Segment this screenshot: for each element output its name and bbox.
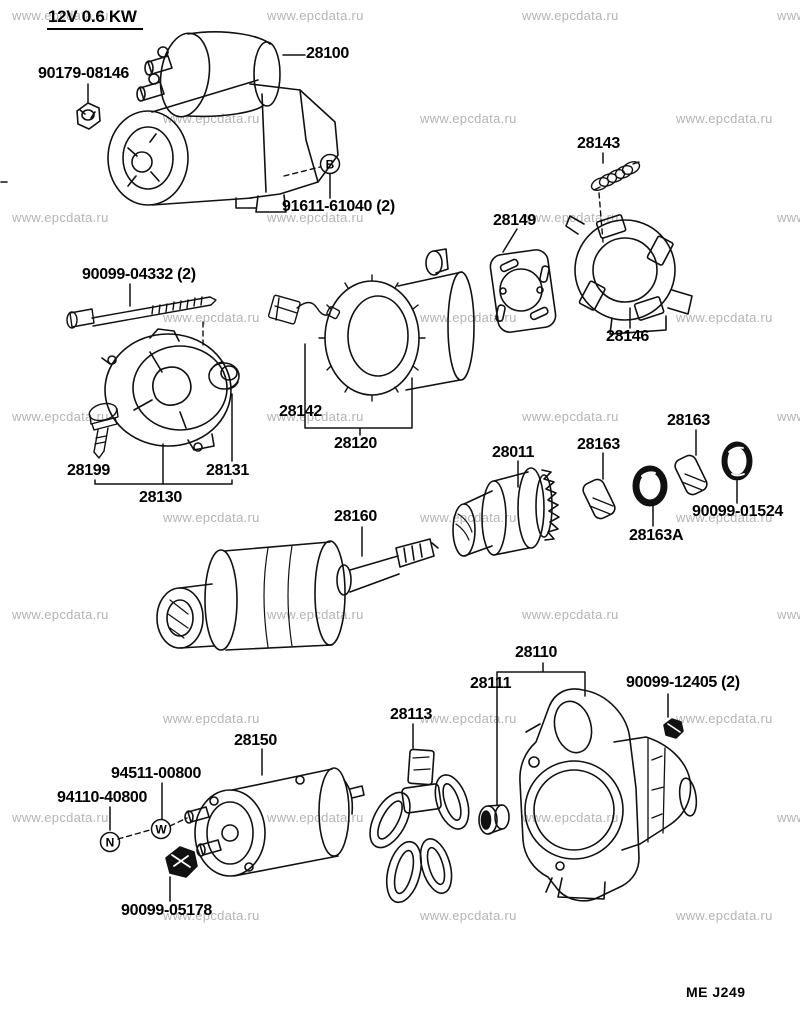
screw-28199-drawing [88, 402, 119, 459]
brush-28163-right-drawing [674, 454, 708, 496]
part-label-28146: 28146 [606, 328, 649, 345]
drive-clutch-28011-drawing [452, 467, 560, 557]
bushing-28131-drawing [208, 361, 240, 390]
armature-core-28120-drawing [318, 248, 475, 402]
o-ring-28163A-drawing [632, 465, 668, 507]
part-label-28110: 28110 [515, 644, 558, 661]
watermark: www.epcdata.ru [777, 210, 800, 225]
watermark: www.epcdata.ru [12, 810, 109, 825]
part-label-28130: 28130 [139, 489, 182, 506]
watermark: www.epcdata.ru [676, 111, 773, 126]
brush-holder-28146-drawing [565, 214, 693, 335]
nut-90179-08146-drawing [76, 102, 101, 130]
part-label-28163-left: 28163 [577, 436, 620, 453]
starter-assembly-drawing [107, 31, 339, 213]
watermark: www.epcdata.ru [12, 409, 109, 424]
part-label-91611-61040: 91611-61040 (2) [282, 198, 395, 215]
bolt-callout-circle [319, 153, 341, 175]
part-label-90099-12405: 90099-12405 (2) [626, 674, 740, 691]
spec-title: 12V 0.6 KW [47, 8, 143, 30]
watermark: www.epcdata.ru [420, 510, 517, 525]
watermark: www.epcdata.ru [12, 607, 109, 622]
part-label-28143: 28143 [577, 135, 620, 152]
brush-holder-28113-drawing [369, 748, 470, 904]
watermark: www.epcdata.ru [676, 510, 773, 525]
brush-spring-28143-drawing [590, 161, 641, 191]
watermark: www.epcdata.ru [267, 8, 364, 23]
watermark: www.epcdata.ru [777, 409, 800, 424]
nut-callout-letter: N [106, 836, 115, 850]
watermark: www.epcdata.ru [522, 607, 619, 622]
part-label-28113: 28113 [390, 706, 433, 723]
part-label-28120: 28120 [334, 435, 377, 452]
part-label-28199: 28199 [67, 462, 110, 479]
part-label-28142: 28142 [279, 403, 322, 420]
watermark: www.epcdata.ru [12, 8, 109, 23]
bolt-callout-letter: B [326, 158, 335, 172]
figure-code: ME J249 [686, 984, 746, 1000]
part-label-28150: 28150 [234, 732, 277, 749]
bushing-28111-drawing [478, 804, 510, 835]
through-bolt-90099-04332-drawing [66, 296, 217, 329]
watermark: www.epcdata.ru [420, 711, 517, 726]
part-label-28163-right: 28163 [667, 412, 710, 429]
watermark: www.epcdata.ru [522, 810, 619, 825]
watermark: www.epcdata.ru [676, 711, 773, 726]
armature-28160-drawing [156, 538, 439, 651]
nut-callout-circle [99, 831, 121, 853]
part-label-28011: 28011 [492, 444, 535, 461]
watermark: www.epcdata.ru [267, 210, 364, 225]
part-label-90179-08146: 90179-08146 [38, 65, 130, 82]
watermark: www.epcdata.ru [163, 510, 260, 525]
yoke-28130-drawing [101, 328, 232, 452]
part-label-28163A: 28163A [629, 527, 684, 544]
part-label-28100: 28100 [306, 45, 349, 62]
drive-housing-28110-drawing [519, 688, 698, 902]
part-label-28131: 28131 [206, 462, 249, 479]
watermark: www.epcdata.ru [267, 409, 364, 424]
part-label-94110-40800: 94110-40800 [57, 789, 148, 806]
watermark: www.epcdata.ru [777, 8, 800, 23]
o-ring-90099-01524-drawing [721, 441, 753, 481]
watermark: www.epcdata.ru [163, 711, 260, 726]
watermark: www.epcdata.ru [676, 310, 773, 325]
washer-callout-letter: W [155, 823, 167, 837]
nut-90099-05178-drawing [165, 846, 198, 878]
watermark: www.epcdata.ru [267, 810, 364, 825]
watermark: www.epcdata.ru [267, 607, 364, 622]
leader-lines [87, 54, 738, 902]
dashed-assembly-lines [117, 166, 604, 840]
watermark: www.epcdata.ru [522, 8, 619, 23]
watermark: www.epcdata.ru [163, 310, 260, 325]
watermark: www.epcdata.ru [777, 607, 800, 622]
magnet-switch-28150-drawing [184, 767, 365, 877]
watermark: www.epcdata.ru [12, 210, 109, 225]
watermark: www.epcdata.ru [777, 810, 800, 825]
part-label-94511-00800: 94511-00800 [111, 765, 202, 782]
brush-plate-28149-drawing [489, 249, 557, 333]
callout-markers: B W N [99, 153, 341, 853]
part-label-90099-04332: 90099-04332 (2) [82, 266, 196, 283]
part-label-28111: 28111 [470, 675, 512, 692]
watermark: www.epcdata.ru [420, 111, 517, 126]
watermark: www.epcdata.ru [676, 908, 773, 923]
part-label-90099-05178: 90099-05178 [121, 902, 213, 919]
watermark: www.epcdata.ru [420, 310, 517, 325]
watermark: www.epcdata.ru [522, 409, 619, 424]
watermark: www.epcdata.ru [163, 908, 260, 923]
part-label-28160: 28160 [334, 508, 377, 525]
brush-28163-left-drawing [582, 478, 616, 520]
part-label-28149: 28149 [493, 212, 536, 229]
washer-callout-circle [150, 818, 172, 840]
nut-90099-12405-drawing [663, 718, 684, 739]
watermark: www.epcdata.ru [420, 908, 517, 923]
brush-28142-drawing [267, 294, 341, 325]
part-label-90099-01524: 90099-01524 [692, 503, 784, 520]
